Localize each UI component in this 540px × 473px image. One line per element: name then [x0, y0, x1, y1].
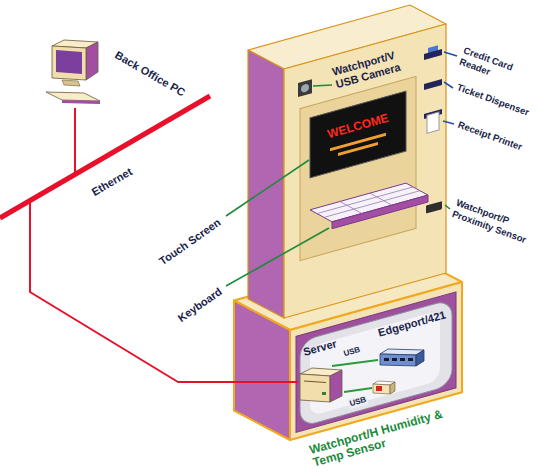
printer-label: Receipt Printer — [456, 119, 524, 153]
usb-port — [408, 358, 413, 361]
keyboard-label: Keyboard — [175, 285, 224, 325]
power-button — [322, 392, 326, 395]
keyboard-keys — [370, 193, 392, 205]
usb-port — [400, 358, 405, 361]
leader-line — [445, 205, 450, 209]
keyboard-front — [332, 195, 428, 229]
cloud — [300, 299, 452, 427]
humidity-sensor: Watchport/H Humidity & Temp Sensor — [372, 380, 396, 395]
hub-side — [416, 350, 424, 366]
pc-keyboard — [46, 92, 100, 101]
sensor-side — [390, 382, 395, 394]
sensor-label: Watchport/H Humidity & Temp Sensor — [308, 406, 452, 469]
sensor-badge — [376, 386, 382, 391]
proximity-sensor — [426, 201, 442, 213]
leader-line — [444, 82, 453, 88]
usb-port — [392, 358, 397, 361]
leader-line — [226, 228, 329, 286]
touch-screen — [310, 91, 406, 178]
server-label: Server — [302, 337, 338, 359]
monitor-side — [86, 42, 98, 80]
pc-label: Back Office PC — [113, 49, 188, 100]
pc-keyboard-edge — [62, 100, 100, 104]
leader-line — [444, 52, 457, 56]
ticket-label: Ticket Dispenser — [455, 81, 530, 118]
keyboard-keys — [317, 187, 413, 214]
server-side — [330, 370, 342, 402]
keyboard-keys — [324, 191, 420, 218]
proximity-label: Watchport/P Proximity Sensor — [450, 197, 535, 248]
card-reader-label: Credit Card Reader — [458, 44, 523, 87]
hub-front — [380, 354, 416, 366]
hub-label: Edgeport/421 — [377, 308, 448, 339]
screen-bar — [338, 142, 378, 156]
sensor-front — [373, 384, 390, 394]
cable-label: Ethernet — [89, 165, 136, 200]
screen-recess — [300, 76, 416, 260]
pc-icon — [40, 38, 110, 108]
leader-line — [313, 85, 332, 86]
camera-label: Watchport/V USB Camera — [331, 47, 407, 91]
usb-camera — [298, 79, 312, 97]
monitor-front — [52, 46, 86, 80]
ethernet-cable — [30, 108, 298, 382]
server-box: Server — [298, 366, 344, 404]
camera-lens — [301, 83, 309, 93]
usb-port — [384, 358, 389, 361]
cable-label: USB — [342, 345, 363, 360]
sensor-icon — [372, 380, 396, 395]
kiosk-side — [248, 50, 284, 318]
leader-line — [443, 121, 454, 124]
server-front — [300, 374, 330, 402]
receipt-paper — [427, 112, 439, 133]
card-slot — [424, 49, 442, 60]
monitor-stand — [62, 80, 80, 86]
drive-slot — [304, 381, 326, 383]
usb-cable — [332, 360, 378, 366]
usb-cable — [344, 388, 372, 392]
kiosk-front — [284, 24, 446, 318]
monitor-screen — [56, 50, 82, 74]
kiosk-cabinet — [248, 5, 446, 318]
keyboard-keys — [340, 202, 362, 214]
screen-text: WELCOME — [326, 111, 390, 141]
back-office-pc: Back Office PC — [40, 38, 110, 108]
usb-hub: Edgeport/421 — [378, 348, 426, 368]
server-icon — [298, 366, 344, 404]
ticket-slot — [424, 79, 442, 90]
cable-label: USB — [348, 395, 369, 410]
base-side — [234, 301, 290, 441]
leader-line — [226, 160, 309, 216]
touch-screen-label: Touch Screen — [157, 216, 223, 268]
hub-icon — [378, 348, 426, 368]
